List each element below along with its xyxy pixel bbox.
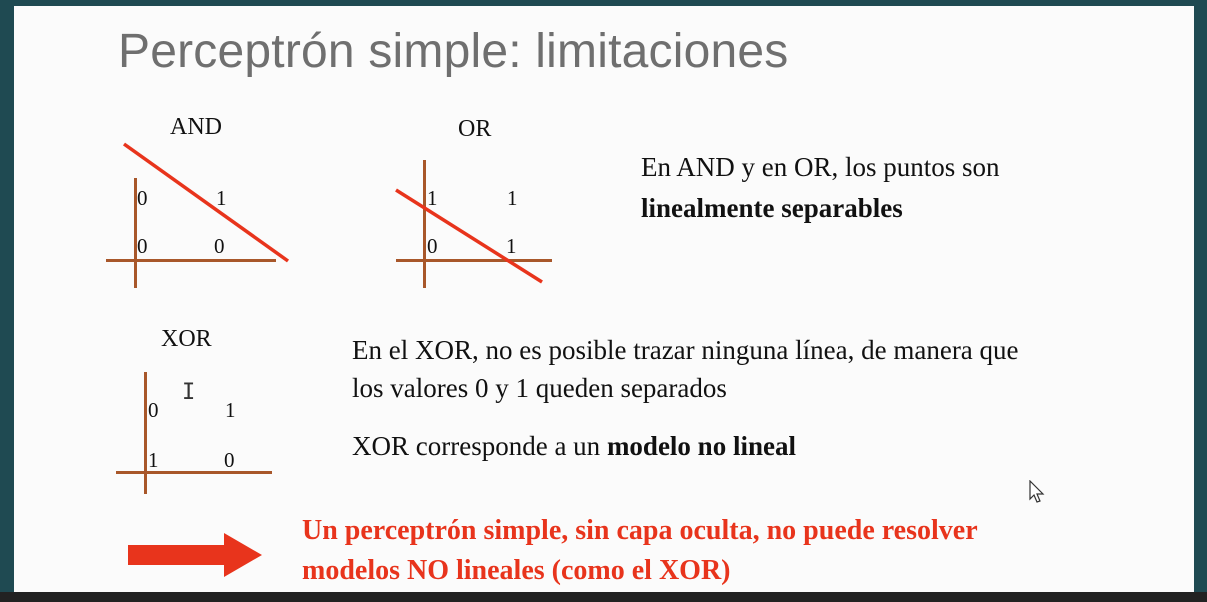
and-label: AND	[170, 114, 222, 140]
xor-point-bl: 1	[148, 448, 159, 472]
or-x-axis	[396, 259, 552, 262]
or-separator-line	[395, 188, 543, 284]
conclusion-line2: modelos NO lineales (como el XOR)	[302, 555, 731, 586]
xor-text-line3: XOR corresponde a un modelo no lineal	[352, 431, 796, 462]
or-y-axis	[423, 160, 426, 288]
xor-text-line1: En el XOR, no es posible trazar ninguna …	[352, 335, 1019, 365]
and-point-tl: 0	[137, 186, 148, 210]
separator-lines	[122, 142, 543, 284]
xor-label: XOR	[161, 326, 212, 352]
xor-text-line3-bold: modelo no lineal	[606, 431, 796, 461]
and-or-text-line2: linealmente separables	[641, 193, 903, 223]
and-y-axis	[134, 178, 137, 288]
text-cursor-icon: I	[182, 380, 196, 405]
or-point-bl: 0	[427, 234, 438, 258]
bottom-bar	[0, 592, 1207, 602]
xor-text-line2: los valores 0 y 1 queden separados	[352, 373, 727, 403]
xor-x-axis	[116, 471, 272, 474]
and-point-br: 0	[214, 234, 225, 258]
or-point-br: 1	[506, 234, 517, 258]
and-point-bl: 0	[137, 234, 148, 258]
and-or-text-line1: En AND y en OR, los puntos son	[641, 152, 1000, 182]
xor-y-axis	[144, 372, 147, 494]
or-point-tl: 1	[427, 186, 438, 210]
and-point-tr: 1	[216, 186, 227, 210]
and-x-axis	[106, 259, 276, 262]
xor-text-line3-prefix: XOR corresponde a un	[352, 431, 607, 461]
xor-point-tl: 0	[148, 398, 159, 422]
or-label: OR	[458, 116, 492, 142]
or-point-tr: 1	[507, 186, 518, 210]
xor-point-br: 0	[224, 448, 235, 472]
conclusion-line1: Un perceptrón simple, sin capa oculta, n…	[302, 515, 978, 546]
slide-title: Perceptrón simple: limitaciones	[118, 25, 789, 78]
right-arrow-icon	[128, 533, 262, 577]
mouse-pointer-icon	[1029, 480, 1045, 503]
slide: Perceptrón simple: limitaciones AND 0 1 …	[14, 6, 1194, 592]
and-separator-line	[122, 142, 290, 263]
xor-point-tr: 1	[225, 398, 236, 422]
